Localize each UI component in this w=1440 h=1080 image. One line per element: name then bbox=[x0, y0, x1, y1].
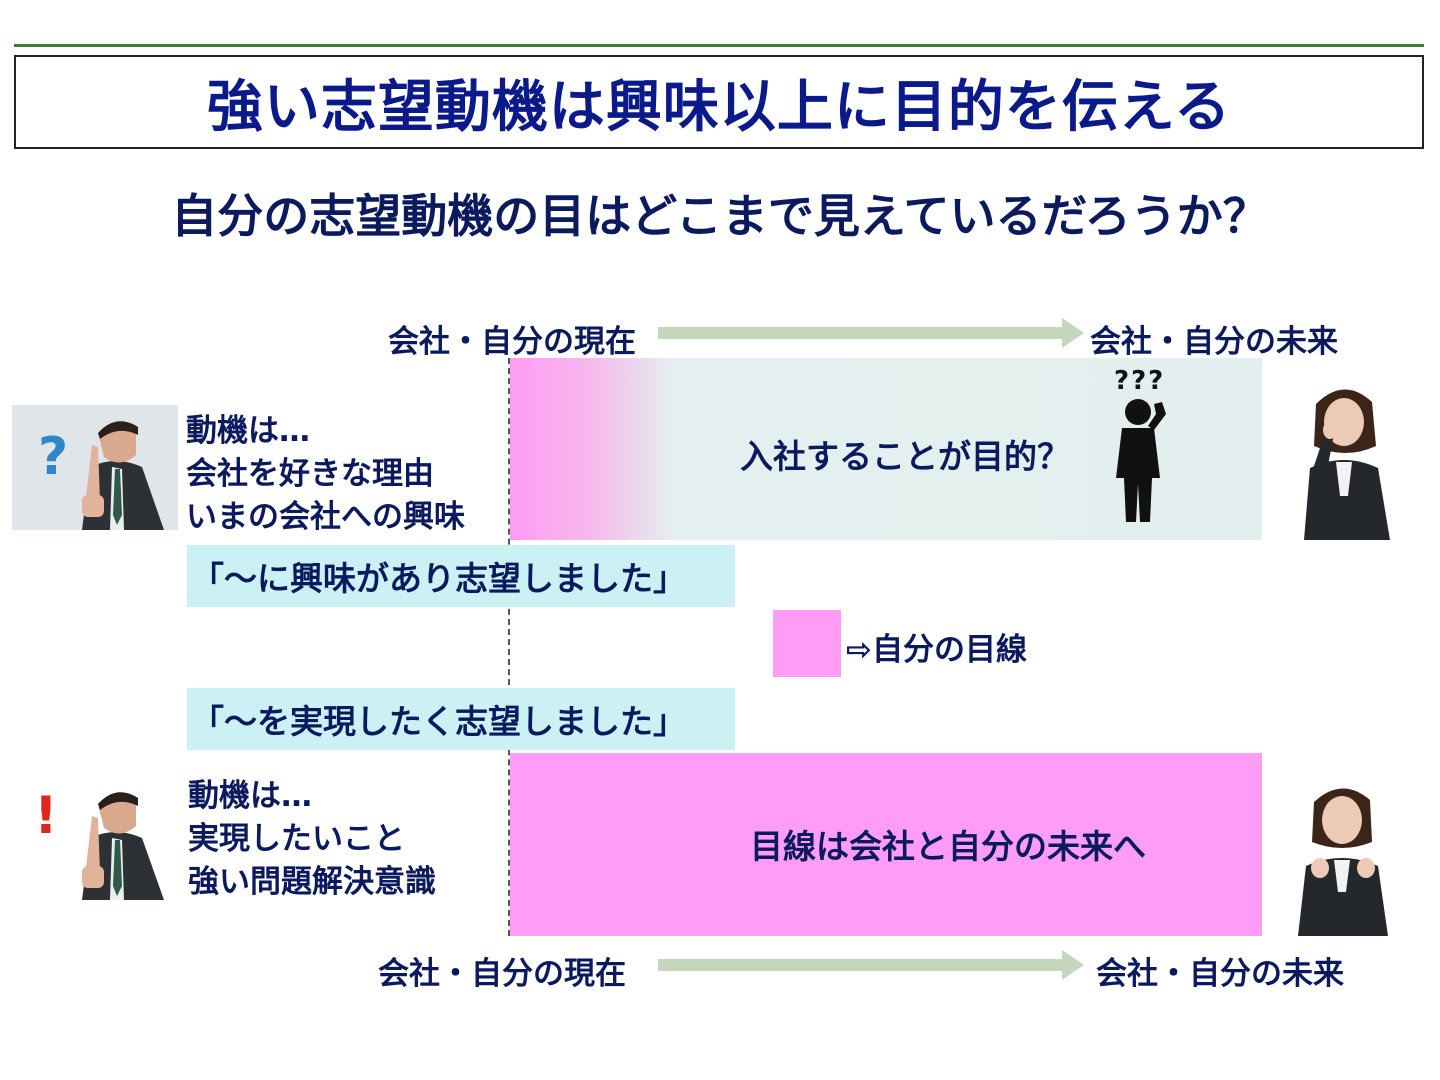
businessman-idea-photo: ! bbox=[30, 776, 178, 900]
slide-title: 強い志望動機は興味以上に目的を伝える bbox=[206, 74, 1232, 140]
lower-motive-line-1: 動機は… bbox=[188, 778, 312, 814]
top-timeline-start: 会社・自分の現在 bbox=[388, 324, 636, 360]
lower-band-text: 目線は会社と自分の未来へ bbox=[750, 827, 1146, 866]
gaze-legend-swatch bbox=[773, 610, 841, 677]
present-divider-line bbox=[508, 358, 510, 936]
exclamation-mark-icon: ! bbox=[34, 786, 58, 846]
upper-motive-text: 動機は… 会社を好きな理由 いまの会社への興味 bbox=[186, 410, 465, 539]
bottom-timeline-start: 会社・自分の現在 bbox=[378, 956, 626, 992]
businessman-question-photo: ? bbox=[12, 405, 178, 530]
top-rule bbox=[14, 44, 1424, 47]
question-mark-icon: ? bbox=[38, 427, 69, 487]
title-box: 強い志望動機は興味以上に目的を伝える bbox=[14, 55, 1424, 149]
woman-figure-icon bbox=[1286, 376, 1400, 540]
top-timeline-end: 会社・自分の未来 bbox=[1090, 324, 1338, 360]
top-timeline-arrow-icon bbox=[658, 318, 1084, 348]
lower-motive-text: 動機は… 実現したいこと 強い問題解決意識 bbox=[188, 775, 436, 904]
upper-motive-line-2: 会社を好きな理由 bbox=[186, 456, 434, 492]
upper-band-text: 入社することが目的？ bbox=[740, 437, 1070, 476]
woman-troubled-photo bbox=[1286, 376, 1400, 540]
upper-quote-text: 「～に興味があり志望しました」 bbox=[191, 559, 686, 598]
lower-motive-line-3: 強い問題解決意識 bbox=[188, 864, 436, 900]
confused-question-marks: ??? bbox=[1114, 366, 1166, 396]
businessman-figure-icon bbox=[12, 405, 178, 530]
upper-motive-line-3: いまの会社への興味 bbox=[186, 499, 465, 535]
gaze-legend-label: ⇨自分の目線 bbox=[846, 632, 1027, 668]
woman-figure-icon bbox=[1284, 776, 1398, 936]
lower-gaze-band bbox=[510, 753, 1262, 936]
bottom-timeline-end: 会社・自分の未来 bbox=[1096, 956, 1344, 992]
woman-happy-photo bbox=[1284, 776, 1398, 936]
upper-quote-box: 「～に興味があり志望しました」 bbox=[187, 545, 735, 607]
confused-person-icon bbox=[1116, 399, 1166, 522]
lower-quote-box: 「～を実現したく志望しました」 bbox=[187, 688, 735, 750]
lower-motive-line-2: 実現したいこと bbox=[188, 821, 405, 857]
lower-quote-text: 「～を実現したく志望しました」 bbox=[191, 702, 686, 741]
upper-motive-line-1: 動機は… bbox=[186, 413, 310, 449]
businessman-figure-icon bbox=[30, 776, 178, 900]
bottom-timeline-arrow-icon bbox=[658, 950, 1084, 980]
slide-subtitle: 自分の志望動機の目はどこまで見えているだろうか？ bbox=[171, 189, 1269, 243]
